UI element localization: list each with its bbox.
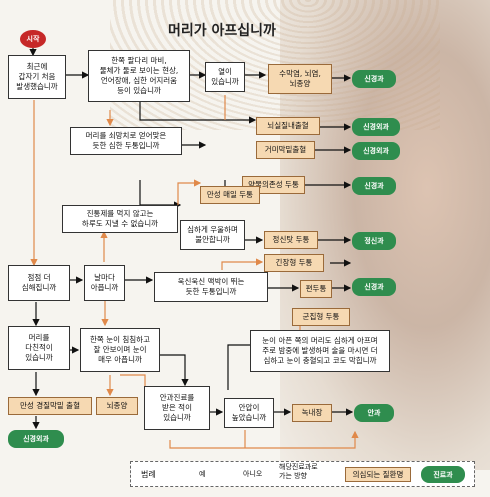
question-high-pressure: 안압이 높았습니까 bbox=[224, 398, 274, 428]
diagnosis-intracerebral-hemorrhage: 뇌실질내출혈 bbox=[256, 117, 320, 135]
dept-neurosurgery-1: 신경외과 bbox=[352, 118, 400, 136]
question-head-injury: 머리를 다친적이 있습니까 bbox=[8, 326, 70, 370]
question-painkiller-daily: 진통제를 먹지 않고는 하루도 지낼 수 없습니까 bbox=[62, 205, 178, 233]
question-depression: 심하게 우울하며 불안합니까 bbox=[180, 220, 245, 250]
diagnosis-meningitis: 수막염, 뇌염, 뇌종양 bbox=[268, 64, 332, 94]
diagnosis-brain-tumor: 뇌종양 bbox=[96, 397, 138, 415]
start-badge: 시작 bbox=[20, 30, 46, 48]
question-daily-pain: 날마다 아픕니까 bbox=[84, 265, 125, 301]
dept-neurology-1: 신경과 bbox=[352, 70, 396, 88]
page-title: 머리가 아프십니까 bbox=[168, 23, 276, 39]
question-neuro-symptoms: 한쪽 팔다리 마비, 물체가 둘로 보이는 현상, 언어장애, 심한 어지러움 … bbox=[88, 50, 190, 102]
question-hammer-headache: 머리를 쇠망치로 얻어맞은 듯한 심한 두통입니까 bbox=[70, 127, 182, 155]
legend-dept: 진료과 bbox=[421, 466, 465, 483]
question-eye-pain: 한쪽 눈이 침침하고 잘 안보이며 눈이 매우 아픕니까 bbox=[80, 328, 160, 372]
legend-path: 해당진료과로 가는 방향 bbox=[279, 463, 318, 480]
legend-suspected: 의심되는 질환명 bbox=[345, 467, 411, 482]
legend-no: 아니오 bbox=[243, 470, 263, 478]
question-throbbing: 욱신욱신 맥박이 뛰는 듯한 두통입니까 bbox=[154, 272, 268, 302]
diagnosis-cluster: 군집형 두통 bbox=[292, 308, 350, 326]
dept-neurology-2: 신경과 bbox=[352, 177, 396, 195]
diagnosis-tension-type: 긴장형 두통 bbox=[264, 254, 324, 272]
dept-ophthalmology: 안과 bbox=[354, 404, 394, 422]
dept-neurosurgery-3: 신경외과 bbox=[8, 430, 64, 448]
diagnosis-migraine: 편두통 bbox=[300, 280, 332, 298]
dept-neurosurgery-2: 신경외과 bbox=[352, 142, 400, 160]
dept-neurology-3: 신경과 bbox=[352, 278, 396, 296]
legend-title: 범례 bbox=[141, 470, 156, 479]
question-getting-worse: 점점 더 심해집니까 bbox=[8, 265, 70, 301]
diagnosis-glaucoma: 녹내장 bbox=[292, 404, 332, 422]
question-cluster-symptoms: 눈이 아픈 쪽의 머리도 심하게 아프며 주로 밤중에 발생하며 술을 마시면 … bbox=[250, 330, 390, 372]
diagnosis-chronic-daily: 만성 매일 두통 bbox=[200, 186, 260, 204]
legend: 범례 예 아니오 해당진료과로 가는 방향 의심되는 질환명 진료과 bbox=[130, 461, 475, 487]
diagnosis-chronic-subdural: 만성 경질막밑 출혈 bbox=[8, 397, 92, 415]
legend-yes: 예 bbox=[199, 470, 206, 478]
diagnosis-psychogenic: 정신탓 두통 bbox=[264, 231, 318, 249]
question-eye-exam: 안과진료를 받은 적이 있습니까 bbox=[144, 386, 210, 430]
dept-psychiatry: 정신과 bbox=[352, 232, 396, 250]
question-fever: 열이 있습니까 bbox=[205, 62, 245, 92]
question-sudden-onset: 최근에 갑자기 처음 발생했습니까 bbox=[8, 55, 66, 99]
diagnosis-subarachnoid-hemorrhage: 거미막밑출혈 bbox=[256, 141, 315, 159]
